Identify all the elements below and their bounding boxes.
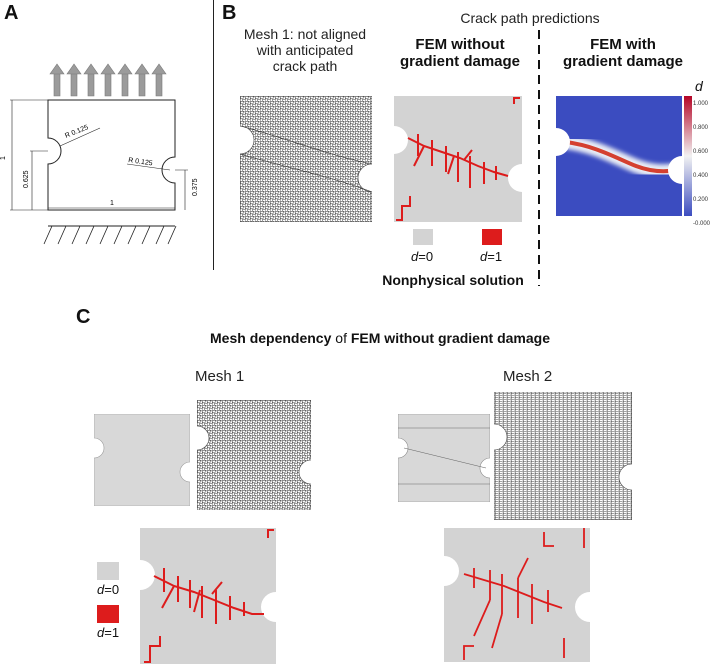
legend-b-d1-swatch xyxy=(482,229,502,245)
legend-c-d1-swatch xyxy=(97,605,119,623)
mesh2-geometry-c xyxy=(398,414,490,502)
right-notch-height-label: 0.375 xyxy=(192,178,199,196)
mesh1-geometry-c xyxy=(94,414,190,506)
colorbar xyxy=(684,96,692,216)
width-label: 1 xyxy=(110,200,114,207)
fem-with-result-b xyxy=(556,96,682,216)
panel-b-label: B xyxy=(222,2,237,24)
mesh1-image-b xyxy=(240,96,372,222)
height-label: 1 xyxy=(0,156,7,160)
mesh2-label-c: Mesh 2 xyxy=(503,368,553,385)
fem-with-title: FEM with gradient damage xyxy=(562,36,684,70)
mesh2-image-c xyxy=(494,392,632,520)
radius-label-1: R 0.125 xyxy=(64,124,89,140)
left-notch-height-label: 0.625 xyxy=(23,170,30,188)
panel-c-label: C xyxy=(76,306,91,328)
panel-c-title: Mesh dependency of FEM without gradient … xyxy=(210,330,550,346)
radius-label-2: R 0.125 xyxy=(128,157,153,167)
legend-b-d0-label: d=0 xyxy=(411,249,434,264)
fem-without-title: FEM without gradient damage xyxy=(399,36,521,70)
colorbar-ticks: 1.000 0.800 0.600 0.400 0.200 -0.000 xyxy=(693,101,711,227)
mesh1-image-c xyxy=(197,400,311,510)
nonphysical-label: Nonphysical solution xyxy=(382,272,524,288)
panel-a-label: A xyxy=(4,2,19,24)
mesh1-label-c: Mesh 1 xyxy=(195,368,245,385)
legend-c-d1-label: d=1 xyxy=(97,625,120,640)
panel-a-geometry-diagram: R 0.125 R 0.125 1 1 0.625 0.375 xyxy=(0,63,199,245)
colorbar-label: d xyxy=(695,78,703,94)
specimen-outline xyxy=(47,99,176,211)
vertical-separator xyxy=(213,0,214,270)
legend-b-d1-label: d=1 xyxy=(480,249,503,264)
legend-c-d0-swatch xyxy=(97,562,119,580)
fem-without-result-b xyxy=(394,96,522,222)
crack-path-header: Crack path predictions xyxy=(460,10,600,26)
mesh1-result-c xyxy=(140,528,276,664)
mesh1-title: Mesh 1: not aligned with anticipated cra… xyxy=(243,26,367,74)
fixed-support-hatching xyxy=(43,225,177,245)
legend-c-d0-label: d=0 xyxy=(97,582,120,597)
legend-b-d0-swatch xyxy=(413,229,433,245)
mesh2-result-c xyxy=(444,528,590,662)
load-arrows xyxy=(49,63,167,97)
dashed-separator xyxy=(538,30,540,286)
